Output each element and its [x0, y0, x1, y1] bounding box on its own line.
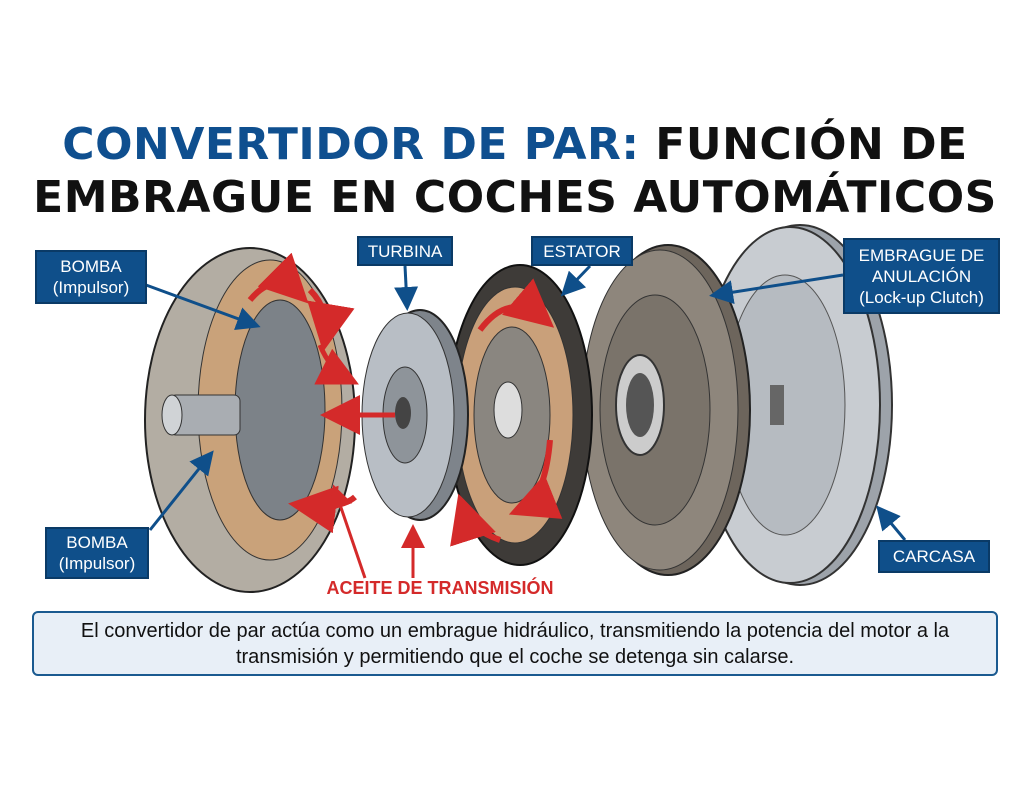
stator: [447, 264, 593, 566]
pointer-embrague: [709, 273, 844, 305]
pointer-estator: [560, 264, 592, 297]
housing-carcasa: [699, 224, 893, 586]
caption-text: El convertidor de par actúa como un embr…: [80, 619, 950, 668]
label-aceite-transmision: ACEITE DE TRANSMISIÓN: [326, 578, 554, 598]
pointer-aceite-1: [329, 484, 367, 579]
caption-box: El convertidor de par actúa como un embr…: [32, 611, 998, 676]
pump-impulsor: [144, 247, 395, 593]
label-bomba-bottom-sub: (Impulsor): [58, 554, 136, 573]
pointer-bomba-bottom: [148, 450, 214, 531]
label-bomba-bottom-name: BOMBA: [66, 533, 128, 552]
label-embrague-line3: (Lock-up Clutch): [859, 287, 984, 307]
lockup-clutch: [581, 244, 751, 576]
pointer-bomba-top: [145, 283, 261, 331]
label-bomba-bottom: BOMBA (Impulsor): [45, 527, 149, 579]
label-carcasa: CARCASA: [878, 540, 990, 573]
pointer-carcasa: [876, 505, 907, 541]
title-accent: CONVERTIDOR DE PAR:: [62, 119, 640, 170]
label-embrague-line1: EMBRAGUE DE: [858, 245, 985, 265]
turbine: [361, 309, 469, 521]
title-rest: FUNCIÓN DE: [639, 119, 968, 170]
title-line-1: CONVERTIDOR DE PAR: FUNCIÓN DE: [0, 120, 1030, 170]
label-embrague-line2: ANULACIÓN: [871, 266, 972, 286]
pointer-turbina: [394, 265, 419, 311]
label-embrague-anulacion: EMBRAGUE DE ANULACIÓN (Lock-up Clutch): [843, 238, 1000, 314]
label-bomba-top: BOMBA (Impulsor): [35, 250, 147, 304]
label-estator: ESTATOR: [531, 236, 633, 266]
label-bomba-top-sub: (Impulsor): [52, 278, 130, 297]
title-line-2: EMBRAGUE EN COCHES AUTOMÁTICOS: [33, 172, 997, 223]
label-bomba-top-name: BOMBA: [60, 257, 122, 276]
label-turbina: TURBINA: [357, 236, 453, 266]
